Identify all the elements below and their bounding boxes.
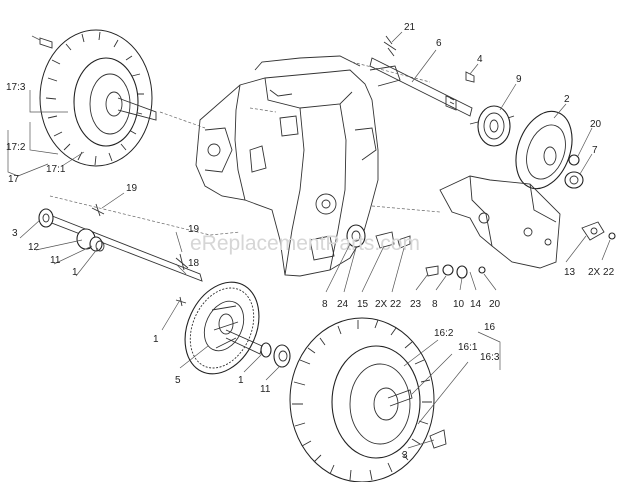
callout-13: 13 [564,267,576,278]
callout-16-2: 16:2 [434,328,454,339]
drive-gear-5 [184,281,291,375]
hardware-cluster [346,224,486,279]
callout-11-left: 11 [50,255,61,266]
callout-2x22-center: 2X 22 [375,299,402,310]
callout-23: 23 [410,299,422,310]
callout-20-lower: 20 [489,299,501,310]
callout-14: 14 [470,299,482,310]
callout-19-upper: 19 [126,183,138,194]
wheel-assembly-17 [31,29,157,167]
axle-shaft [38,203,203,307]
callout-17: 17 [8,174,20,185]
callout-8-right: 8 [432,299,438,310]
callout-11-gear: 11 [260,384,271,395]
leader-lines [7,31,611,449]
callout-1-left: 1 [72,267,78,278]
callout-5: 5 [175,375,181,386]
callout-17-3: 17:3 [6,82,26,93]
assembly-lines [49,61,441,236]
callout-24: 24 [337,299,349,310]
callout-17-2: 17:2 [6,142,26,153]
watermark-text: eReplacementParts.com [190,232,420,255]
callout-16: 16 [484,322,496,333]
callout-7: 7 [592,145,598,156]
callout-15: 15 [357,299,369,310]
callout-20-upper: 20 [590,119,602,130]
callout-2x22-right: 2X 22 [588,267,615,278]
callout-18: 18 [188,258,200,269]
callout-16-1: 16:1 [458,342,478,353]
housing-frame [195,55,401,277]
callout-2: 2 [564,94,570,105]
callout-12: 12 [28,242,40,253]
callout-17-1: 17:1 [46,164,66,175]
callout-4: 4 [477,54,483,65]
callout-10: 10 [453,299,465,310]
callout-3-left: 3 [12,228,18,239]
right-bracket [439,175,616,269]
callout-1-gear: 1 [238,375,244,386]
callout-9: 9 [516,74,522,85]
callout-3-right: 3 [402,450,408,461]
callout-1-shaft: 1 [153,334,159,345]
callout-16-3: 16:3 [480,352,500,363]
callout-8-left: 8 [322,299,328,310]
callout-6: 6 [436,38,442,49]
callout-labels: 21 6 4 9 2 20 7 17:3 17:2 17:1 17 19 19 … [6,22,615,461]
callout-19-lower: 19 [188,224,200,235]
wheel-assembly-16 [289,317,447,482]
callout-21: 21 [404,22,416,33]
